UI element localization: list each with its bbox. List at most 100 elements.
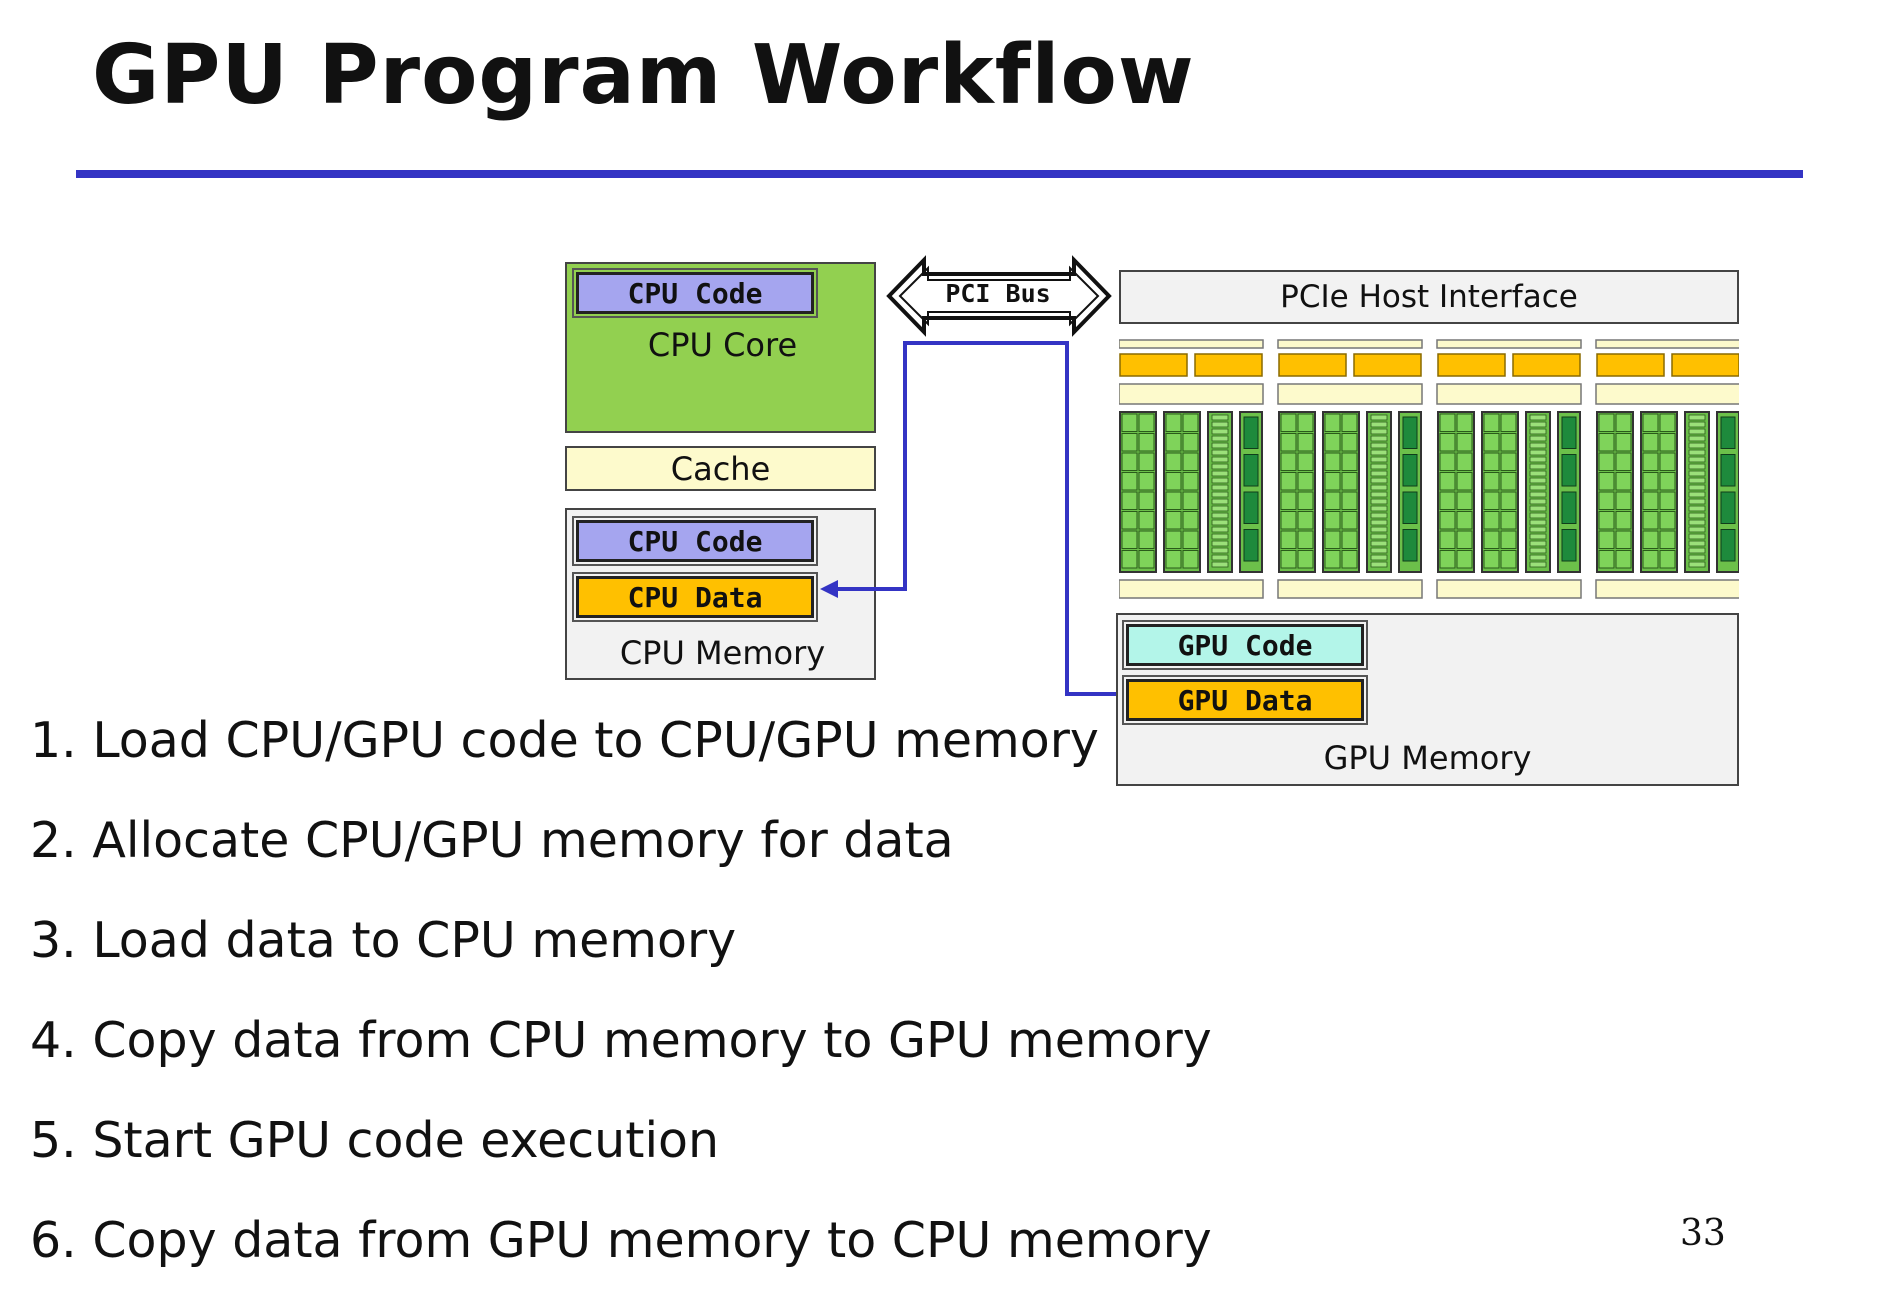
sm-core-cell xyxy=(1297,550,1314,569)
sm-register-stripe xyxy=(1529,498,1547,505)
sm-core-cell xyxy=(1642,530,1659,549)
sm-scheduler xyxy=(1194,353,1263,377)
sm-core-cell xyxy=(1324,452,1341,471)
sm-core-cell xyxy=(1659,530,1676,549)
cpu-core-code-label: CPU Code xyxy=(627,276,763,310)
sm-core-cell xyxy=(1324,530,1341,549)
sm-core-cell xyxy=(1182,472,1199,491)
sm-core-cell xyxy=(1341,413,1358,432)
sm-special-unit xyxy=(1243,491,1259,524)
sm-core-cell xyxy=(1456,452,1473,471)
sm-register-stripe xyxy=(1211,519,1229,526)
sm-core-cell xyxy=(1182,413,1199,432)
sm-register-stripe xyxy=(1529,463,1547,470)
sm-core-cell xyxy=(1500,452,1517,471)
sm-core-cell xyxy=(1659,413,1676,432)
sm-core-cell xyxy=(1182,491,1199,510)
sm-register-stripe xyxy=(1211,435,1229,442)
sm-special-unit xyxy=(1561,416,1577,449)
sm-register-stripe xyxy=(1688,421,1706,428)
sm-core-cell xyxy=(1324,511,1341,530)
sm-special-unit xyxy=(1402,416,1418,449)
sm-special-unit xyxy=(1720,491,1736,524)
sm-core-cell xyxy=(1297,530,1314,549)
sm-register-stripe xyxy=(1688,484,1706,491)
sm-core-cell xyxy=(1456,550,1473,569)
sm-core-cell xyxy=(1138,472,1155,491)
sm-core-cell xyxy=(1642,413,1659,432)
sm-core-cell xyxy=(1659,452,1676,471)
sm-top-bar xyxy=(1277,339,1423,349)
sm-register-stripe xyxy=(1688,526,1706,533)
cache-box: Cache xyxy=(565,446,876,491)
sm-scheduler xyxy=(1437,353,1506,377)
sm-register-stripe xyxy=(1529,526,1547,533)
sm-register-stripe xyxy=(1211,414,1229,421)
sm-core-cell xyxy=(1341,530,1358,549)
sm-register-stripe xyxy=(1211,540,1229,547)
sm-core-cell xyxy=(1165,530,1182,549)
sm-register-stripe xyxy=(1370,456,1388,463)
sm-register-stripe xyxy=(1688,512,1706,519)
sm-register-stripe xyxy=(1211,421,1229,428)
title-rule xyxy=(76,170,1803,178)
cpu-memory-label: CPU Memory xyxy=(619,634,826,672)
cpu-core-code-box: CPU Code xyxy=(572,268,818,318)
pci-bus-arrow xyxy=(886,255,1112,337)
sm-register-stripe xyxy=(1211,561,1229,568)
sm-core-cell xyxy=(1615,433,1632,452)
sm-register-stripe xyxy=(1370,505,1388,512)
sm-core-cell xyxy=(1615,511,1632,530)
sm-core-cell xyxy=(1439,472,1456,491)
sm-register-stripe xyxy=(1688,547,1706,554)
sm-register-stripe xyxy=(1529,456,1547,463)
sm-core-cell xyxy=(1297,413,1314,432)
sm-register-stripe xyxy=(1688,561,1706,568)
sm-core-cell xyxy=(1456,472,1473,491)
sm-register-stripe xyxy=(1370,435,1388,442)
sm-core-cell xyxy=(1642,491,1659,510)
cache-label: Cache xyxy=(670,450,771,488)
sm-core-cell xyxy=(1483,413,1500,432)
sm-core-cell xyxy=(1439,413,1456,432)
page-number: 33 xyxy=(1680,1213,1726,1254)
sm-special-unit xyxy=(1243,529,1259,562)
sm-scheduler xyxy=(1119,353,1188,377)
sm-register-stripe xyxy=(1211,477,1229,484)
sm-core-cell xyxy=(1280,491,1297,510)
sm-scheduler xyxy=(1596,353,1665,377)
sm-register-stripe xyxy=(1370,540,1388,547)
sm-core-cell xyxy=(1483,550,1500,569)
sm-register-stripe xyxy=(1529,519,1547,526)
sm-core-cell xyxy=(1500,433,1517,452)
sm-core-cell xyxy=(1341,550,1358,569)
sm-register-stripe xyxy=(1370,421,1388,428)
cpu-data-label: CPU Data xyxy=(627,580,763,614)
cpu-core-label: CPU Core xyxy=(647,326,798,364)
sm-core-cell xyxy=(1483,530,1500,549)
sm-core-cell xyxy=(1121,491,1138,510)
sm-core-cell xyxy=(1324,433,1341,452)
sm-register-stripe xyxy=(1211,491,1229,498)
sm-core-cell xyxy=(1121,472,1138,491)
sm-register-stripe xyxy=(1211,505,1229,512)
sm-core-cell xyxy=(1598,491,1615,510)
sm-register-stripe xyxy=(1370,428,1388,435)
sm-core-cell xyxy=(1138,413,1155,432)
sm-register-stripe xyxy=(1370,491,1388,498)
sm-core-cell xyxy=(1280,433,1297,452)
sm-register-stripe xyxy=(1529,470,1547,477)
sm-register-stripe xyxy=(1529,554,1547,561)
sm-register-stripe xyxy=(1529,547,1547,554)
sm-register-stripe xyxy=(1529,477,1547,484)
sm-core-cell xyxy=(1165,491,1182,510)
sm-core-cell xyxy=(1456,491,1473,510)
sm-register-stripe xyxy=(1370,463,1388,470)
sm-core-cell xyxy=(1642,433,1659,452)
sm-core-cell xyxy=(1297,472,1314,491)
sm-register-stripe xyxy=(1370,449,1388,456)
sm-special-unit xyxy=(1720,416,1736,449)
sm-core-cell xyxy=(1138,491,1155,510)
sm-register-stripe xyxy=(1529,540,1547,547)
